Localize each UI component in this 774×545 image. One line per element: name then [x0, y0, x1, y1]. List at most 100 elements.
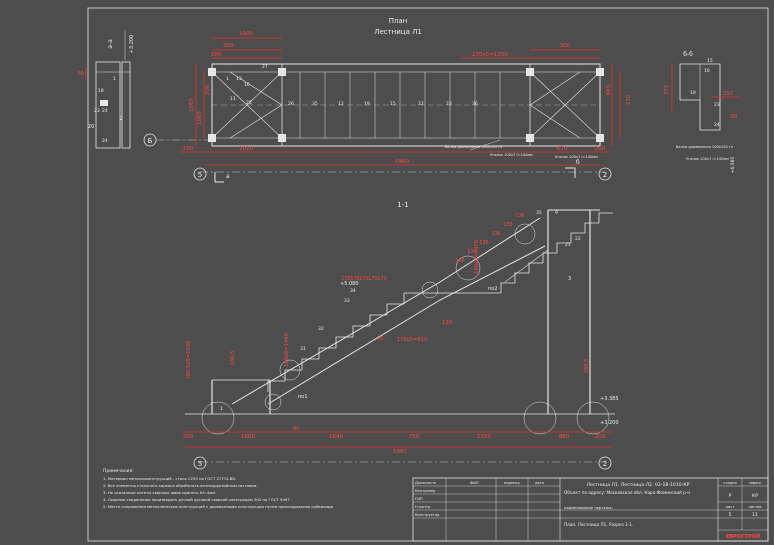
section-label: по1 [298, 394, 308, 400]
axis-bubble [193, 456, 207, 470]
plan-position-label: 1 [226, 76, 229, 82]
section-aa-post [121, 61, 131, 149]
axis-label: 2 [603, 171, 607, 179]
section-aa-label: 18 [98, 88, 104, 94]
stair-step [386, 303, 404, 315]
plan-subtitle: Лестница Л1 [374, 28, 422, 36]
section-aa-label: 23 [94, 108, 100, 114]
section-bb-label: 23 [714, 102, 720, 108]
plan-dim-left: 300 [205, 84, 211, 95]
dim-left: 180,5x9=1590 [186, 341, 192, 380]
plan-dim-right: 270 [626, 94, 632, 105]
dim-bottom: 1640 [329, 434, 343, 440]
note-item: 3. Не указанные катеты сварных швов прин… [103, 490, 216, 495]
stair-step [584, 222, 599, 233]
dim-run: 120 [442, 320, 452, 326]
cut-mark-b [565, 167, 576, 178]
plan-dim-top: 1000 [239, 31, 253, 37]
node-circle [514, 223, 536, 245]
dim-mid-step: 170 [377, 276, 386, 282]
stair-steps [267, 212, 613, 392]
sheet-label: лист [726, 505, 735, 509]
callout-angle: Уголок 100х7 l=140мм [555, 155, 598, 159]
plan-position-label: 11 [230, 96, 236, 102]
plan-position-label: 23 [446, 101, 452, 107]
elev-mark: +5.080 [340, 281, 359, 287]
section-label: 31 [300, 346, 306, 352]
plan-dim-bottom: 670 [557, 146, 568, 152]
section-label: 9 [555, 210, 558, 216]
col-header: ФИО [470, 481, 479, 485]
dim-bottom: 1350 [477, 434, 491, 440]
stage-value: Р [729, 493, 732, 499]
elev-mark: +3.385 [600, 396, 619, 402]
dim-step: 136 [455, 258, 464, 264]
stair-step [301, 358, 319, 370]
stair-step [284, 369, 302, 381]
section-bb-elev: +6.580 [730, 157, 736, 174]
section-bb-callout: Уголок 100х7 l=140мм [686, 157, 729, 161]
plan-position-label: 16 [244, 82, 250, 88]
plan-position-label: 35 [312, 101, 318, 107]
cut-mark-a [214, 172, 224, 183]
section-11-title: 1-1 [397, 201, 408, 209]
section-bb-dim-label: 50 [731, 114, 737, 120]
plan-post [208, 68, 216, 76]
dim-bottom: 1600 [241, 434, 255, 440]
plan-dim-bottom: 190 [183, 146, 194, 152]
sheets-value: 11 [752, 512, 758, 518]
plan-post [596, 134, 604, 142]
role-label: ГИП [415, 497, 423, 501]
plan-position-label: 36 [472, 101, 478, 107]
stair-step [267, 380, 285, 392]
plan-dim-total: 5960 [395, 159, 409, 165]
object-address: Объект по адресу: Московская обл. Наро-Ф… [564, 490, 690, 495]
drawing-name-label: наименование чертежа: [564, 505, 613, 510]
plan-position-label: 26 [288, 101, 294, 107]
plan-dim-top: 300 [223, 43, 234, 49]
section-bb-dim-label: 373 [664, 85, 670, 95]
stair-step [335, 336, 353, 348]
title-block: Должность Контролер ГИП Н.контр. Констру… [412, 477, 769, 542]
dim-mid-step: 170 [341, 276, 350, 282]
plan-dim-left: 1065 [189, 98, 195, 112]
section-bb-label: 19 [690, 90, 696, 96]
role-label: Конструктор [415, 513, 440, 517]
section-bb-callout: балка деревянная 100х150 гн [676, 145, 734, 149]
plan-dim-bottom: 200 [595, 146, 606, 152]
section-bb: б-б 373 150 50 +6.580 15 16 19 23 24 бал… [664, 51, 740, 173]
plan-title: План [389, 17, 408, 25]
note-item: 4. Сварные соединения производить ручной… [103, 497, 291, 502]
section-aa-label: 24 [102, 108, 108, 114]
dim-right: 180,5 [584, 359, 590, 374]
plan-post [278, 68, 286, 76]
plan-position-label: 13 [236, 76, 242, 82]
callout-angle: Уголок 100х7 l=140мм [490, 153, 533, 157]
stair-step [500, 282, 515, 293]
plan-brace-left [211, 71, 283, 139]
section-bb-label: 15 [707, 58, 713, 64]
plan-steps [299, 72, 501, 138]
section-aa: а-а +3.200 80 20 1 2 18 23 24 24 [78, 30, 135, 149]
axis-bubble [193, 167, 207, 181]
section-aa-bracket [100, 100, 108, 106]
plan-brace-right [529, 71, 601, 139]
footing-circle [576, 401, 610, 435]
stair-step [556, 242, 571, 253]
title-block-frame [412, 477, 769, 542]
plan-post [526, 68, 534, 76]
callout-beam: балка деревянная 100х150 гн [445, 145, 503, 149]
company-logo: ЕВРОСТРОЙ [726, 532, 760, 540]
plan-position-label: 12 [338, 101, 344, 107]
brace [504, 249, 549, 283]
col-header: подпись [504, 481, 520, 485]
drawing-name: План. Лестница Л1. Разрез 1-1. [564, 522, 633, 527]
section-bb-outline [679, 63, 721, 131]
axis-bubble [598, 456, 612, 470]
stringer-lower [267, 245, 546, 405]
axis-label: 2 [603, 460, 607, 468]
footing-circle [201, 401, 235, 435]
